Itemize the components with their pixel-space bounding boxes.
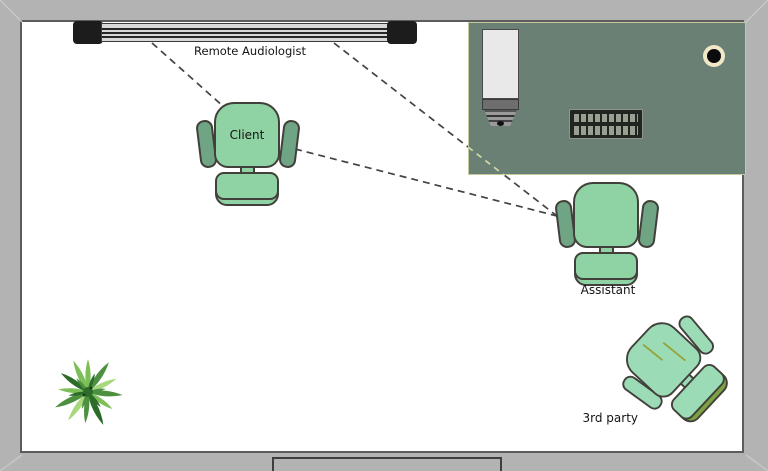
desk xyxy=(468,22,746,175)
wall-miter-bottom-left xyxy=(0,454,23,471)
keyboard-keys-row xyxy=(574,126,638,135)
monitor-band xyxy=(482,99,519,110)
assistant-chair xyxy=(554,180,660,290)
door-opening xyxy=(272,457,502,471)
client-chair-seat: Client xyxy=(214,102,280,168)
assistant-chair-seat xyxy=(573,182,639,248)
assistant-chair-backrest xyxy=(574,252,638,280)
client-label: Client xyxy=(229,128,265,142)
keyboard-keys-row xyxy=(574,114,638,122)
screen-left-speaker xyxy=(73,21,103,44)
monitor-screen xyxy=(482,29,519,99)
third-party-label: 3rd party xyxy=(582,411,639,425)
client-chair-backrest xyxy=(215,172,279,200)
wall-miter-top-left xyxy=(0,0,23,23)
keyboard-icon xyxy=(569,109,643,139)
remote-audiologist-label: Remote Audiologist xyxy=(194,44,306,58)
wall-miter-bottom-right xyxy=(745,454,768,471)
client-chair: Client xyxy=(195,100,301,210)
remote-audiologist-screen xyxy=(101,23,389,42)
cup-icon xyxy=(703,45,725,67)
cup-contents xyxy=(707,49,721,63)
monitor-button xyxy=(497,121,504,126)
assistant-chair-right-armrest xyxy=(637,199,660,249)
screen-right-speaker xyxy=(387,21,417,44)
wall-miter-top-right xyxy=(745,0,768,23)
assistant-label: Assistant xyxy=(580,283,636,297)
plant-icon xyxy=(53,359,123,427)
client-chair-right-armrest xyxy=(278,119,301,169)
